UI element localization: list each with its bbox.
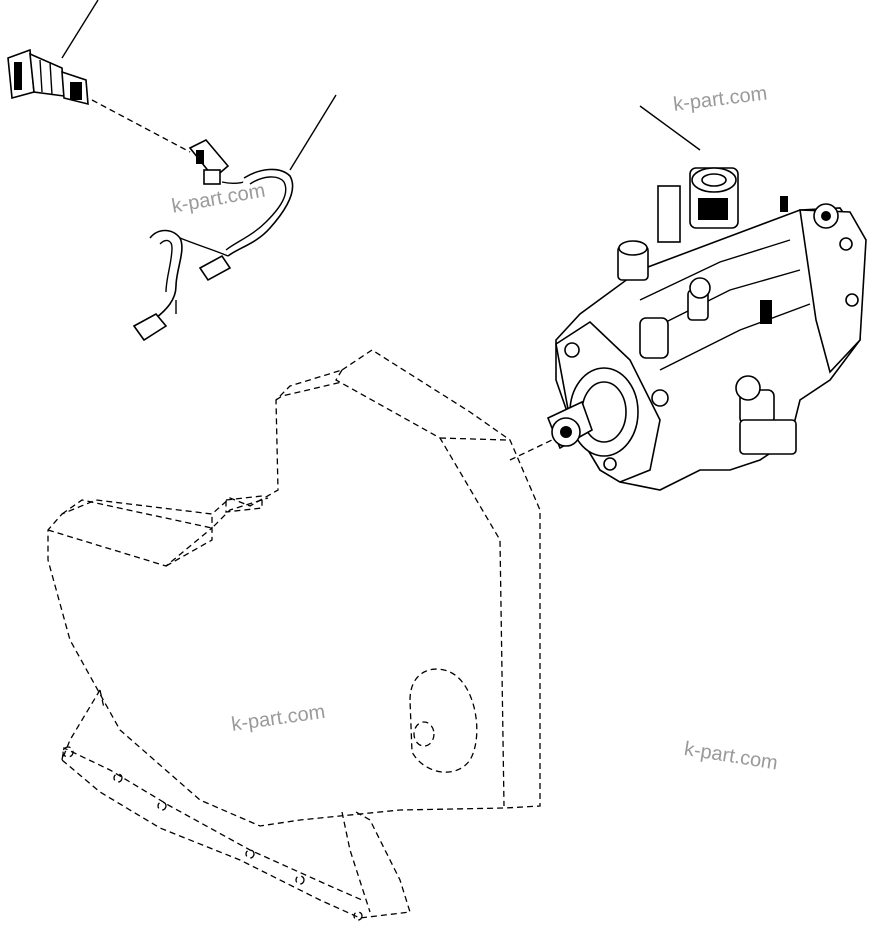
pump-leader-line [639,105,701,151]
wire-harness [132,94,337,342]
harness-leader-line [289,94,337,171]
sensor-leader-line [61,0,99,59]
pump-connection-dash [509,439,553,461]
sensor-connection-dash [91,99,191,153]
timing-gear-housing [47,349,541,921]
fuel-injection-pump [509,105,867,491]
pressure-sensor [7,0,99,106]
